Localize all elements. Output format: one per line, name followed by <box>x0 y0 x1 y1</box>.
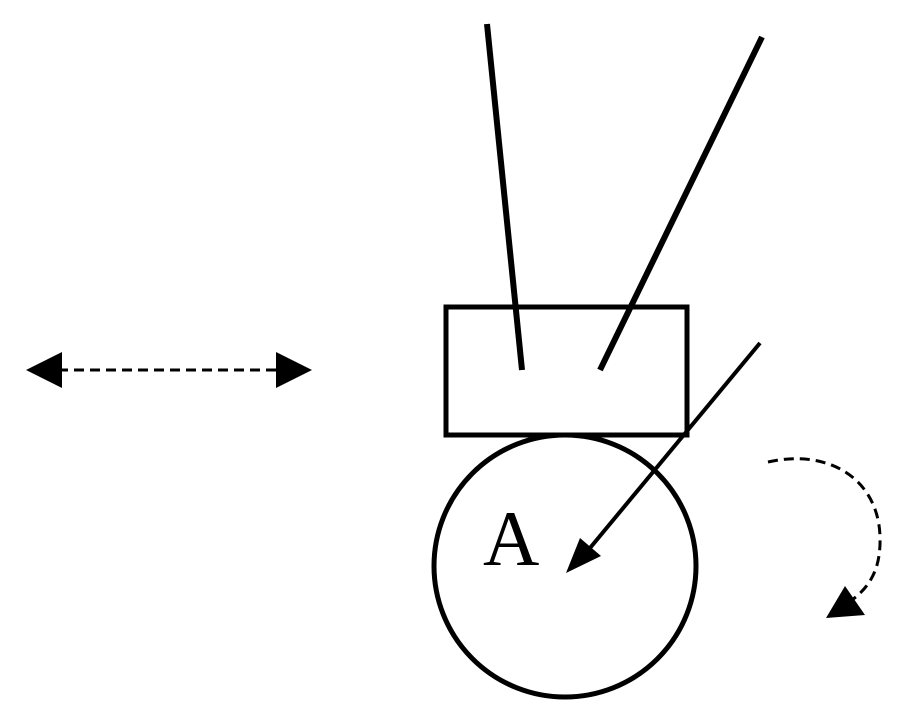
force-arrow-to-center <box>566 341 762 573</box>
rotation-arrowhead-icon <box>826 586 865 618</box>
circle-body-a <box>431 432 699 700</box>
left-support-line <box>484 23 525 371</box>
right-arrowhead-icon <box>276 352 312 388</box>
right-support-line <box>597 35 765 372</box>
horizontal-motion-double-arrow <box>26 352 312 388</box>
left-arrowhead-icon <box>26 352 62 388</box>
rectangular-block <box>443 304 690 438</box>
force-arrowhead-icon <box>566 538 601 573</box>
rotation-arrow <box>767 457 882 618</box>
circle-label: A <box>483 495 539 582</box>
